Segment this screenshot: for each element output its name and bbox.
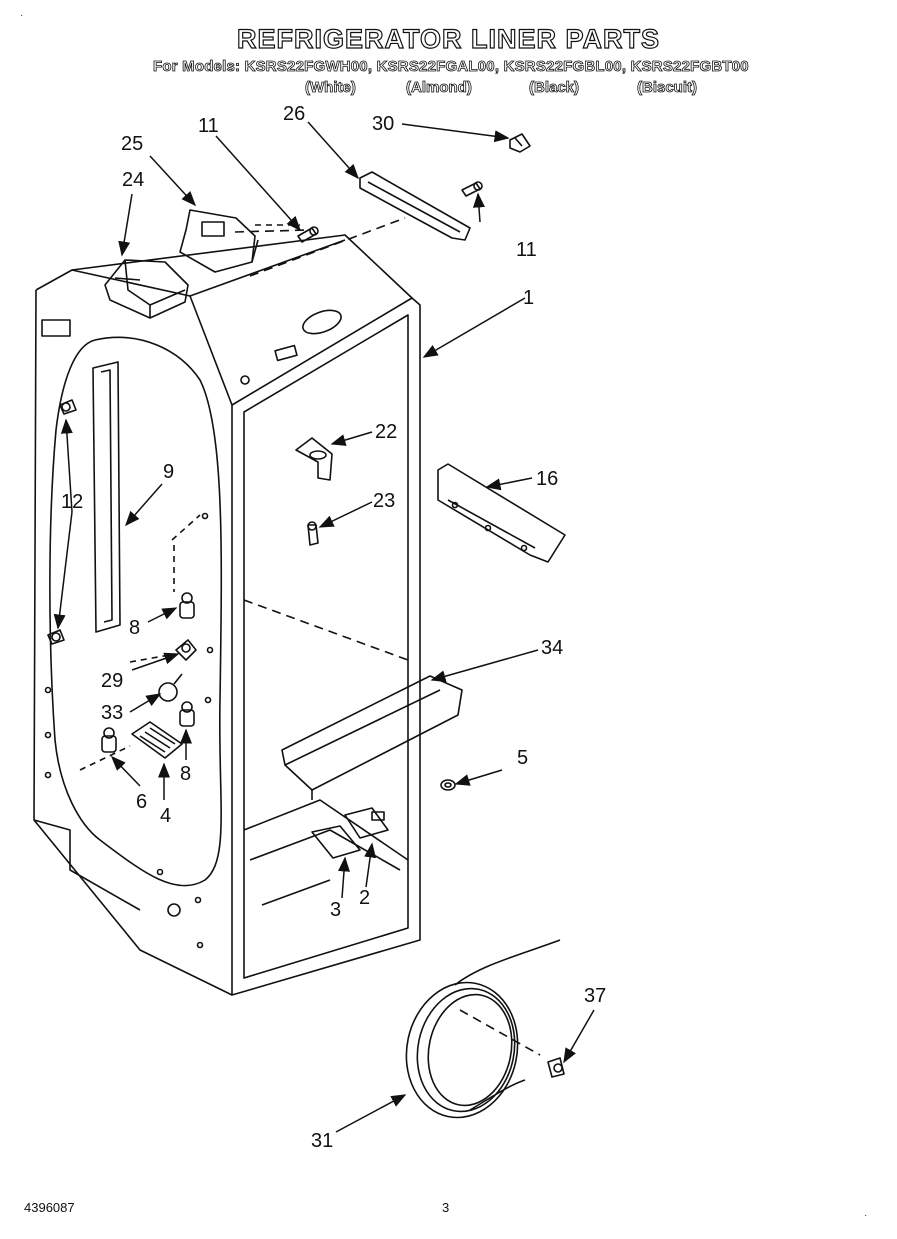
callout-31: 31 [311,1130,333,1152]
thermostat-6 [101,727,117,753]
model-list: For Models: KSRS22FGWH00, KSRS22FGAL00, … [153,58,749,76]
screw-11-right [461,181,483,197]
callout-16: 16 [536,468,558,490]
bracket-3 [311,825,361,859]
callout-8-upper: 8 [129,617,140,639]
callout-8-lower: 8 [180,763,191,785]
lamp-shield-4 [131,721,183,759]
screw-12-upper [59,399,77,415]
color-label-almond: (Almond) [406,79,473,97]
corner-mark: · [20,10,24,21]
callout-34: 34 [541,637,563,659]
callout-24: 24 [122,169,144,191]
callout-12: 12 [61,491,83,513]
page-title: REFRIGERATOR LINER PARTS [236,23,660,54]
callout-30: 30 [372,113,394,135]
callout-26: 26 [283,103,305,125]
page-number: 3 [442,1200,450,1215]
callout-6: 6 [136,791,147,813]
callout-labels: 1 2 3 4 5 6 8 8 9 11 11 12 16 22 23 24 2… [61,103,606,1152]
screw-23 [307,521,319,546]
lamp-socket-8-upper [179,592,195,619]
clip-30 [509,133,531,153]
screw-11-left [297,226,319,243]
screw-12-lower [47,629,65,645]
callout-3: 3 [330,899,341,921]
document-number: 4396087 [24,1200,75,1215]
callout-2: 2 [359,887,370,909]
corner-mark: · [864,1210,868,1221]
liner-cabinet [33,234,421,996]
callout-4: 4 [160,805,171,827]
control-housing [104,259,189,319]
bracket-22 [295,437,333,481]
lamp-switch-29 [175,639,197,661]
grommet-5 [440,779,456,791]
cover-16 [437,463,566,563]
tubing-coil-31 [405,939,561,1119]
callout-11-right: 11 [516,239,537,261]
callout-5: 5 [517,747,528,769]
air-duct [359,171,471,241]
callout-29: 29 [101,670,123,692]
color-label-black: (Black) [529,79,580,97]
callout-33: 33 [101,702,123,724]
leader-lines [53,121,595,1133]
light-bulb-33 [158,673,183,702]
color-label-white: (White) [305,79,357,97]
vertical-shelf-rail [92,361,121,633]
callout-25: 25 [121,133,143,155]
callout-23: 23 [373,490,395,512]
callout-37: 37 [584,985,606,1007]
callout-22: 22 [375,421,397,443]
shelf-trim-34 [281,675,463,800]
callout-9: 9 [163,461,174,483]
bracket-2 [344,807,389,839]
housing-cover [179,209,259,273]
screw-37 [547,1057,565,1078]
color-label-biscuit: (Biscuit) [637,79,698,97]
callout-1: 1 [523,287,534,309]
lamp-socket-8-lower [179,701,195,727]
callout-11-top: 11 [198,115,219,137]
